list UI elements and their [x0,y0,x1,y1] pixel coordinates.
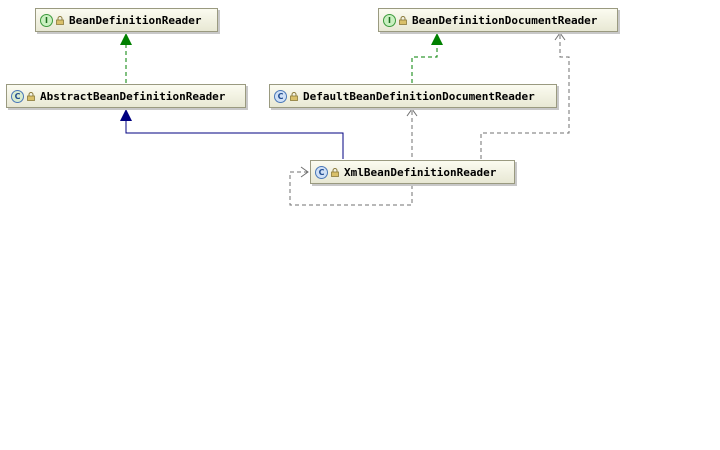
realization-arrowhead [431,33,443,45]
node-abstract-bean-definition-reader[interactable]: C AbstractBeanDefinitionReader [6,84,246,108]
class-name: XmlBeanDefinitionReader [344,165,497,179]
edge-abstract-implements-bean-definition-reader [120,33,132,83]
node-bean-definition-document-reader[interactable]: I BeanDefinitionDocumentReader [378,8,618,32]
dependency-arrowhead [300,166,309,178]
lock-icon [331,167,339,177]
node-xml-bean-definition-reader[interactable]: C XmlBeanDefinitionReader [310,160,515,184]
lock-icon [399,15,407,25]
class-name: DefaultBeanDefinitionDocumentReader [303,89,535,103]
class-name: AbstractBeanDefinitionReader [40,89,226,103]
lock-icon [290,91,298,101]
generalization-arrowhead [120,109,132,121]
dependency-arrowhead [406,108,418,117]
lock-icon [27,91,35,101]
edge-xml-extends-abstract [120,109,344,159]
lock-icon [56,15,64,25]
interface-icon: I [40,13,53,27]
interface-icon: I [383,13,396,27]
class-icon: C [274,89,287,103]
class-icon: C [315,165,328,179]
node-bean-definition-reader[interactable]: I BeanDefinitionReader [35,8,218,32]
abstract-class-icon: C [11,89,24,103]
node-default-bean-definition-document-reader[interactable]: C DefaultBeanDefinitionDocumentReader [269,84,557,108]
class-name: BeanDefinitionDocumentReader [412,13,598,27]
class-name: BeanDefinitionReader [69,13,202,27]
realization-arrowhead [120,33,132,45]
edge-xml-uses-default-document-reader [289,108,418,206]
dependency-arrowhead [554,32,566,41]
edge-xml-uses-document-reader [480,32,570,159]
edge-default-implements-document-reader [411,33,443,83]
